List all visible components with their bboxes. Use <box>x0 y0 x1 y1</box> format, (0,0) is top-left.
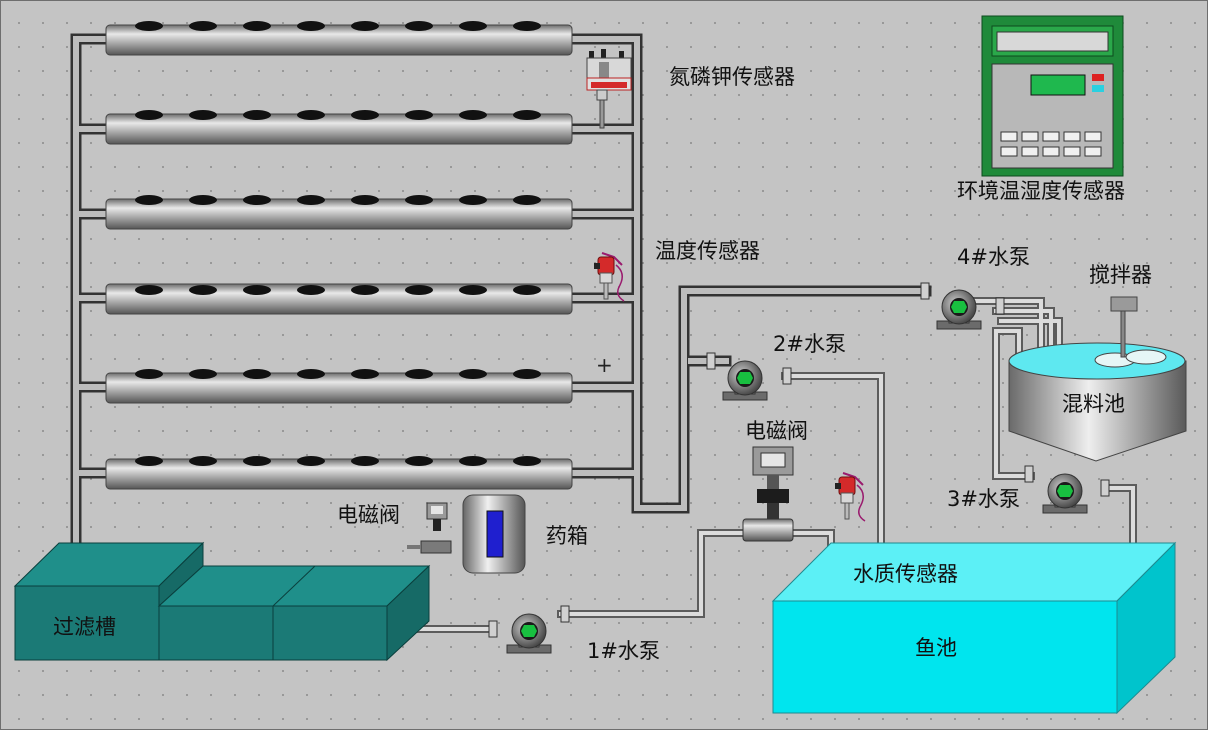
label-pump-2: 2#水泵 <box>773 332 846 356</box>
filter-tank <box>13 541 431 662</box>
label-npk-sensor: 氮磷钾传感器 <box>669 65 795 89</box>
medicine-box-icon[interactable] <box>462 494 526 574</box>
pump-2-icon[interactable] <box>722 360 768 401</box>
label-fish-pond: 鱼池 <box>915 636 957 660</box>
label-water-quality-sensor: 水质传感器 <box>853 562 958 586</box>
label-valve-main: 电磁阀 <box>745 419 808 443</box>
label-valve-dosing: 电磁阀 <box>337 503 400 527</box>
label-medicine-box: 药箱 <box>546 524 588 548</box>
label-env-sensor: 环境温湿度传感器 <box>957 179 1125 203</box>
label-filter-tank: 过滤槽 <box>53 615 116 639</box>
label-mixing-tank: 混料池 <box>1062 392 1125 416</box>
cursor-crosshair: + <box>596 353 613 377</box>
label-pump-3: 3#水泵 <box>947 487 1020 511</box>
label-pump-4: 4#水泵 <box>957 245 1030 269</box>
label-pump-1: 1#水泵 <box>587 639 660 663</box>
pump-4-icon[interactable] <box>936 289 982 330</box>
fish-pond <box>771 541 1177 715</box>
npk-sensor-icon[interactable] <box>586 49 632 129</box>
grow-tubes <box>105 21 573 490</box>
pump-3-icon[interactable] <box>1042 473 1088 514</box>
mixer-icon[interactable] <box>1110 296 1138 358</box>
env-controller-icon[interactable] <box>981 15 1124 177</box>
solenoid-valve-main-icon[interactable] <box>742 446 794 542</box>
water-quality-probe-icon[interactable] <box>834 472 866 522</box>
label-mixer: 搅拌器 <box>1089 263 1152 287</box>
label-temperature-sensor: 温度传感器 <box>655 239 760 263</box>
pump-1-icon[interactable] <box>506 613 552 654</box>
solenoid-valve-dosing-icon[interactable] <box>407 502 452 554</box>
